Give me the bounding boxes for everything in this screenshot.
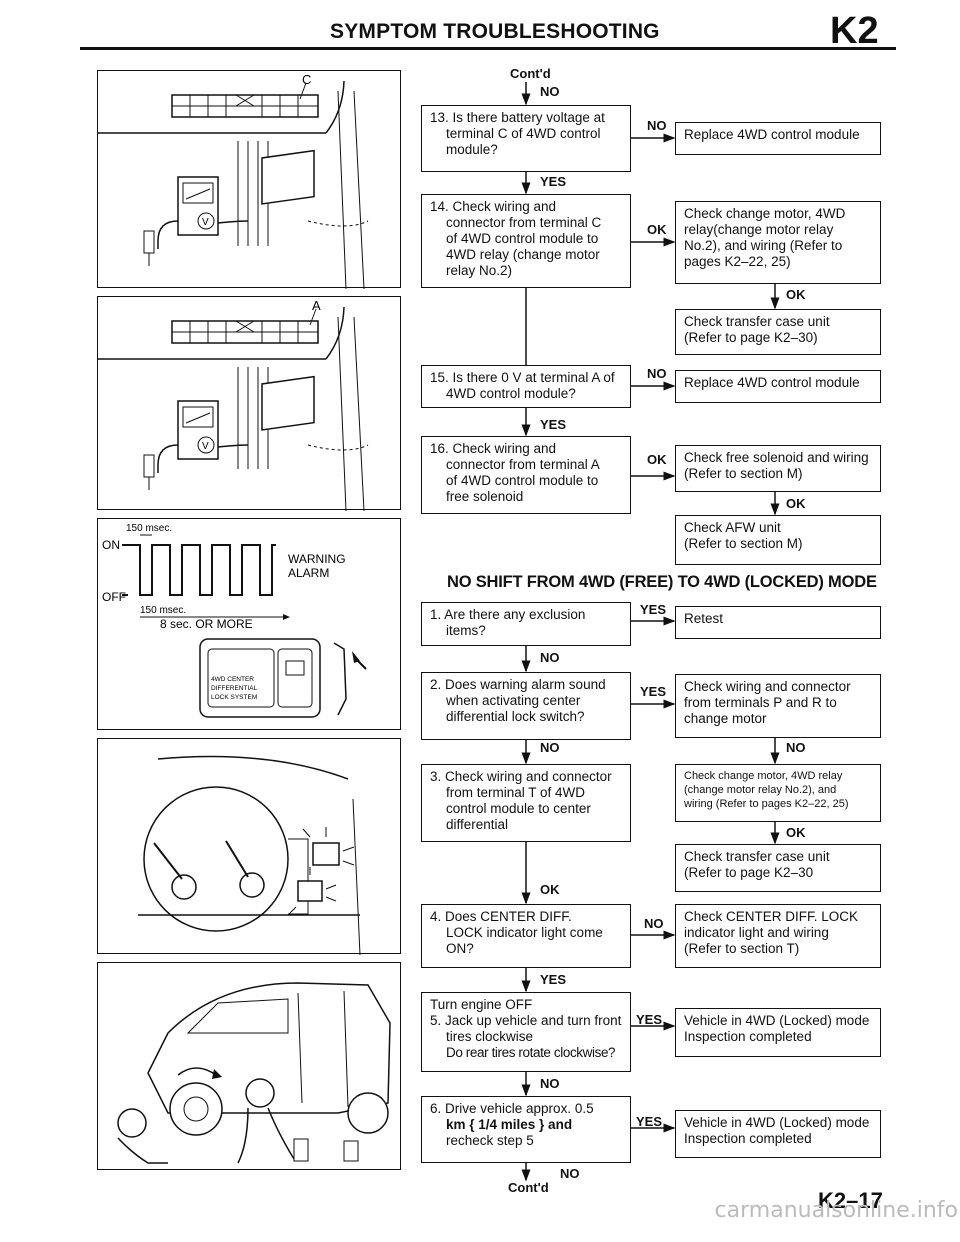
label-yes-1: YES	[640, 602, 667, 617]
label-ok-16: OK	[647, 452, 667, 467]
label-no-bottom: NO	[560, 1166, 580, 1181]
result-6-box: Vehicle in 4WD (Locked) mode Inspection …	[675, 1110, 881, 1158]
label-ok-16r: OK	[786, 496, 806, 511]
label-no-5: NO	[540, 1076, 560, 1091]
figure-warning-alarm: 150 msec. ON OFF 150 msec. 8 sec. OR MOR…	[97, 518, 401, 730]
on-label: ON	[102, 538, 120, 552]
result-3b-box: Check transfer case unit (Refer to page …	[675, 844, 881, 892]
label-ok-3: OK	[540, 882, 560, 897]
pulse-label-2: 150 msec.	[140, 605, 186, 616]
terminal-a-label: A	[312, 298, 321, 313]
label-yes-2: YES	[640, 684, 667, 699]
page-title: SYMPTOM TROUBLESHOOTING	[330, 20, 660, 43]
warning-label: WARNING	[288, 552, 346, 566]
contd-top-label: Cont'd	[510, 66, 551, 81]
figure-terminal-a: A V	[97, 296, 401, 511]
step-5-box: Turn engine OFF 5. Jack up vehicle and t…	[421, 992, 631, 1072]
step-14-box: 14. Check wiring and connector from term…	[421, 194, 631, 288]
header-rule	[80, 47, 896, 50]
result-2b-box: Check change motor, 4WD relay (change mo…	[675, 764, 881, 822]
svg-text:V: V	[202, 441, 209, 452]
result-1-box: Retest	[675, 606, 881, 639]
result-5-box: Vehicle in 4WD (Locked) mode Inspection …	[675, 1008, 881, 1057]
step-6-box: 6. Drive vehicle approx. 0.5 km { 1/4 mi…	[421, 1096, 631, 1163]
result-16-box: Check free solenoid and wiring (Refer to…	[675, 445, 881, 492]
page-number: K2–17	[818, 1188, 883, 1213]
switch-label-1: 4WD CENTER	[211, 676, 254, 683]
label-no-1: NO	[540, 650, 560, 665]
section-heading: NO SHIFT FROM 4WD (FREE) TO 4WD (LOCKED)…	[447, 573, 877, 591]
step-13-box: 13. Is there battery voltage at terminal…	[421, 105, 631, 172]
label-yes-13: YES	[540, 174, 567, 189]
label-ok-14r: OK	[786, 287, 806, 302]
step-4-box: 4. Does CENTER DIFF. LOCK indicator ligh…	[421, 904, 631, 968]
section-code: K2	[830, 10, 879, 52]
label-no-13: NO	[647, 118, 667, 133]
result-15-box: Replace 4WD control module	[675, 370, 881, 403]
step-2-box: 2. Does warning alarm sound when activat…	[421, 672, 631, 740]
label-yes-15: YES	[540, 417, 567, 432]
label-yes-6: YES	[636, 1114, 663, 1129]
label-no-2r: NO	[786, 740, 806, 755]
result-14-box: Check change motor, 4WD relay(change mot…	[675, 201, 881, 284]
off-label: OFF	[102, 590, 126, 604]
step-3-box: 3. Check wiring and connector from termi…	[421, 764, 631, 842]
result-13-box: Replace 4WD control module	[675, 122, 881, 155]
result-16b-box: Check AFW unit (Refer to section M)	[675, 515, 881, 565]
duration-label: 8 sec. OR MORE	[160, 617, 253, 631]
step-15-box: 15. Is there 0 V at terminal A of 4WD co…	[421, 365, 631, 408]
switch-label-2: DIFFERENTIAL	[211, 685, 258, 692]
label-ok-3r: OK	[786, 825, 806, 840]
no-top-label: NO	[540, 84, 560, 99]
contd-bottom-label: Cont'd	[508, 1180, 549, 1195]
svg-text:V: V	[202, 217, 209, 228]
pulse-label: 150 msec.	[126, 523, 172, 534]
label-no-15: NO	[647, 366, 667, 381]
label-no-2: NO	[540, 740, 560, 755]
alarm-label: ALARM	[288, 566, 329, 580]
label-ok-14: OK	[647, 222, 667, 237]
watermark: carmanualsonline.info	[714, 1198, 958, 1223]
step-16-box: 16. Check wiring and connector from term…	[421, 436, 631, 514]
result-2-box: Check wiring and connector from terminal…	[675, 674, 881, 738]
figure-vehicle-jack	[97, 962, 401, 1170]
figure-indicator-light	[97, 738, 401, 955]
step-1-box: 1. Are there any exclusion items?	[421, 602, 631, 646]
result-4-box: Check CENTER DIFF. LOCK indicator light …	[675, 904, 881, 968]
result-14b-box: Check transfer case unit (Refer to page …	[675, 309, 881, 355]
label-yes-5: YES	[636, 1012, 663, 1027]
label-yes-4: YES	[540, 972, 567, 987]
switch-label-3: LOCK SYSTEM	[211, 694, 257, 701]
label-no-4: NO	[644, 916, 664, 931]
terminal-c-label: C	[302, 72, 311, 87]
figure-terminal-c: C V	[97, 70, 401, 289]
